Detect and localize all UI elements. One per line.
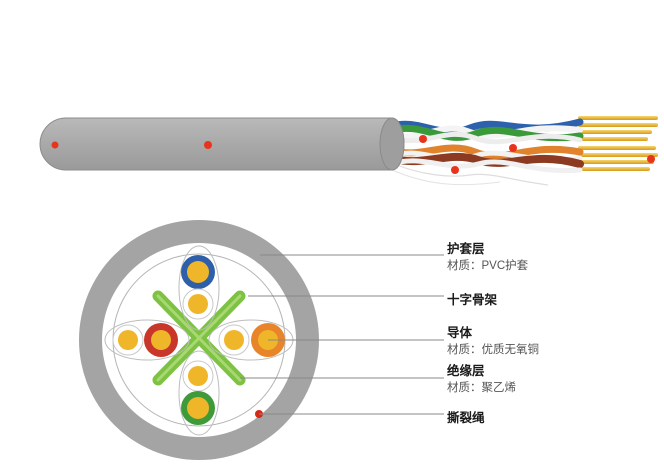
leader-lines — [240, 254, 444, 415]
cross-filler — [152, 290, 246, 386]
ripcord-thread — [391, 162, 549, 186]
label-insulation-title: 绝缘层 — [447, 364, 485, 378]
marker-dot — [204, 141, 212, 149]
label-conductor-title: 导体 — [447, 326, 473, 340]
twisted-pairs — [388, 118, 584, 174]
marker-dot — [419, 135, 427, 143]
cable-jacket-side — [39, 117, 405, 171]
label-cross-filler-title: 十字骨架 — [447, 293, 498, 307]
label-ripcord-title: 撕裂绳 — [447, 411, 485, 425]
marker-dot — [451, 166, 459, 174]
label-jacket-material: 材质：PVC护套 — [447, 260, 529, 272]
cable-cross-section — [79, 220, 319, 460]
pair-outline-top — [178, 245, 220, 331]
marker-dot — [51, 141, 59, 149]
ripcord-thread — [391, 169, 501, 186]
label-insulation-material: 材质：聚乙烯 — [447, 382, 516, 394]
conductor-tips — [578, 116, 658, 171]
marker-dot — [647, 155, 655, 163]
pair-outline-left — [104, 319, 190, 361]
marker-dot — [509, 144, 517, 152]
label-conductor-material: 材质：优质无氧铜 — [447, 344, 539, 356]
pair-outline-bottom — [178, 350, 220, 436]
cable-side-view — [39, 116, 658, 186]
label-jacket-title: 护套层 — [447, 242, 485, 256]
